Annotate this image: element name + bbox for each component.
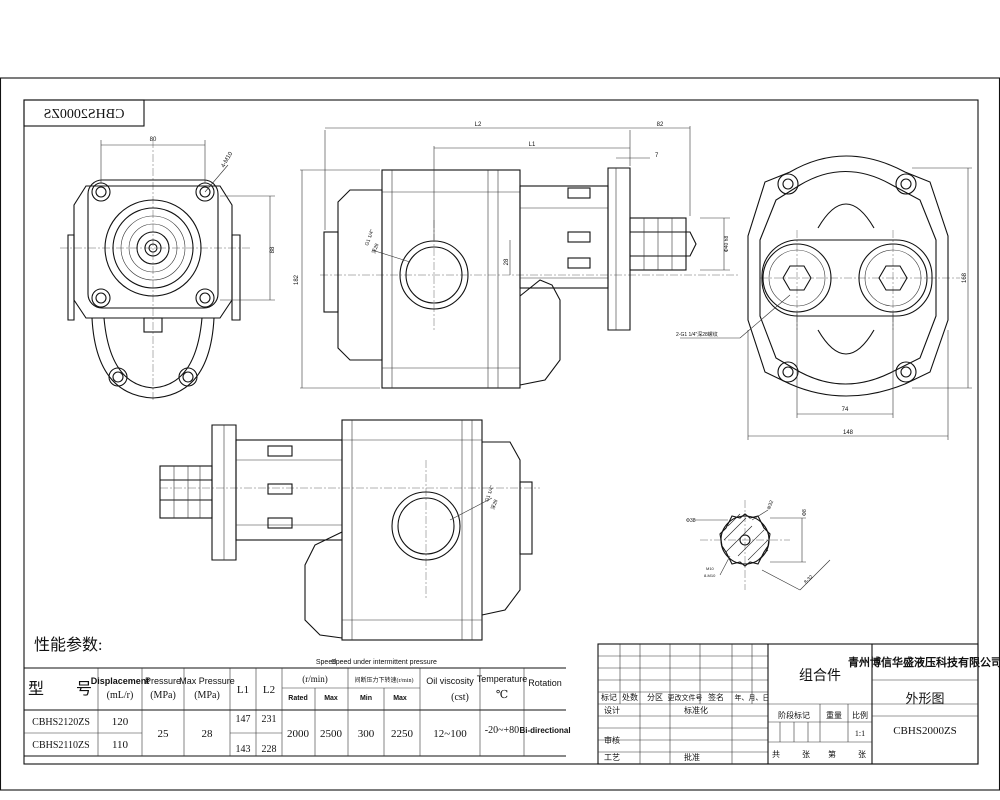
pressure-unit: (MPa) (150, 690, 176, 701)
row1-l2: 231 (262, 714, 277, 725)
dim-148: 148 (843, 430, 854, 436)
dim-74: 74 (842, 407, 849, 413)
dim-28: 28 (504, 258, 510, 265)
pressure-header: Pressure (145, 676, 181, 686)
dim-7: 7 (655, 153, 659, 159)
speed-inter-cn: 间断压力下转速(r/min) (355, 676, 414, 684)
shared-pressure: 25 (158, 728, 170, 740)
tb-review: 审核 (604, 735, 620, 745)
dim-g1c: G1 1/4" (484, 485, 495, 503)
tb-design: 设计 (604, 705, 620, 715)
shaft-dim-d: 8-32 (803, 574, 814, 585)
dim-L2: L2 (475, 122, 482, 128)
displacement-unit: (mL/r) (107, 690, 134, 701)
shared-viscosity: 12~100 (433, 728, 467, 740)
inner-frame (23, 99, 979, 765)
dim-phi40: Φ40 h8 (724, 236, 730, 253)
dim-182: 182 (294, 274, 300, 285)
dim-g1a: G1 1/4" (364, 229, 375, 247)
top-view: G1 1/4" 深28 (159, 419, 540, 641)
shaft-dim-a: Φ38 (686, 518, 696, 524)
shared-temperature: -20~+80 (485, 725, 519, 736)
shared-rotation: Bi-directional (519, 726, 570, 735)
tb-date: 年、月、日 (735, 693, 770, 702)
dim-2g1: 2-G1 1/4"深28螺纹 (676, 331, 718, 338)
shaft-dim-f: 8-M10 (704, 573, 716, 578)
mirrored-code-box: CBHS2000ZS (23, 99, 145, 127)
side-view: L2 L1 82 7 182 G1 1/4" 深28 28 Φ40 h8 (294, 122, 740, 389)
dim-4m10: 4-M10 (221, 151, 235, 169)
speed-header: Speed (316, 659, 336, 666)
viscosity-header: Oil viscosity (426, 676, 474, 686)
shaft-section: Φ38 Φ32 Φ8 8-32 M10 8-M10 (686, 499, 831, 591)
row2-l2: 228 (262, 744, 277, 755)
tb-scale: 比例 (852, 710, 868, 720)
tb-change-doc: 更改文件号 (668, 693, 703, 702)
tb-zone: 分区 (647, 693, 663, 702)
assembly-label: 组合件 (799, 668, 841, 684)
row2-disp: 110 (112, 739, 129, 751)
model-header: 型 号 (28, 680, 92, 698)
displacement-header: Displacement (91, 676, 150, 686)
spec-table: 型 号 Displacement (mL/r) Pressure (MPa) M… (24, 659, 571, 757)
tb-scale-val: 1:1 (855, 729, 865, 738)
tb-sheet: 张 (858, 750, 866, 759)
dim-L1: L1 (529, 142, 536, 148)
min-header: Min (360, 695, 372, 702)
rotation-header: Rotation (528, 678, 562, 688)
shared-max: 2500 (320, 728, 343, 740)
row2-l1: 143 (236, 744, 251, 755)
l1-header: L1 (237, 684, 249, 696)
temperature-unit: ℃ (496, 689, 508, 701)
drawing-code: CBHS2000ZS (893, 725, 957, 737)
max-pressure-unit: (MPa) (194, 690, 220, 701)
l2-header: L2 (263, 684, 275, 696)
perf-title: 性能参数: (34, 636, 102, 654)
row1-model: CBHS2120ZS (32, 717, 90, 728)
rear-view: 168 74 148 2-G1 1/4"深28螺纹 (676, 155, 972, 440)
shaft-dim-b: Φ32 (766, 499, 775, 510)
max-pressure-header: Max Pressure (179, 676, 235, 686)
tb-approve: 批准 (684, 752, 700, 762)
view-name: 外形图 (905, 691, 944, 706)
dim-82: 82 (657, 122, 664, 128)
tb-num: 第 (828, 749, 836, 759)
tb-sign: 签名 (708, 692, 724, 702)
speed-inter-header: Speed under intermittent pressure (331, 659, 437, 666)
tb-weight: 重量 (826, 710, 842, 720)
temperature-header: Temperature (477, 674, 528, 684)
dim-g1d: 深28 (489, 498, 499, 511)
shaft-dim-e: M10 (706, 566, 715, 571)
dim-168: 168 (962, 272, 968, 283)
viscosity-unit: (cst) (451, 692, 469, 703)
shaft-dim-c: Φ8 (802, 509, 808, 516)
shared-min: 300 (358, 728, 375, 740)
title-block: 组合件 青州博信华盛液压科技有限公司 外形图 CBHS2000ZS 标记 处数 … (597, 643, 1000, 765)
company-name: 青州博信华盛液压科技有限公司 (848, 655, 1000, 669)
max2-header: Max (393, 695, 407, 702)
row2-model: CBHS2110ZS (32, 740, 89, 751)
speed-unit: (r/min) (302, 674, 328, 684)
tb-standard: 标准化 (684, 705, 708, 715)
dim-88: 88 (270, 246, 276, 253)
tb-total: 共 (772, 750, 780, 759)
max-header: Max (324, 695, 338, 702)
dim-80: 80 (150, 137, 157, 143)
tb-mark: 标记 (601, 692, 617, 702)
shared-rated: 2000 (287, 728, 310, 740)
mirrored-code: CBHS2000ZS (44, 107, 125, 122)
front-view: 80 4-M10 88 (60, 137, 276, 400)
row1-disp: 120 (112, 716, 129, 728)
tb-stage: 阶段标记 (778, 710, 810, 720)
tb-process: 工艺 (604, 753, 620, 762)
dim-g1b: 深28 (370, 242, 380, 255)
shared-max-pressure: 28 (202, 728, 214, 740)
rated-header: Rated (288, 695, 307, 702)
row1-l1: 147 (236, 714, 251, 725)
shared-max2: 2250 (391, 728, 414, 740)
tb-sheets: 张 (802, 750, 810, 759)
tb-count: 处数 (622, 692, 638, 702)
